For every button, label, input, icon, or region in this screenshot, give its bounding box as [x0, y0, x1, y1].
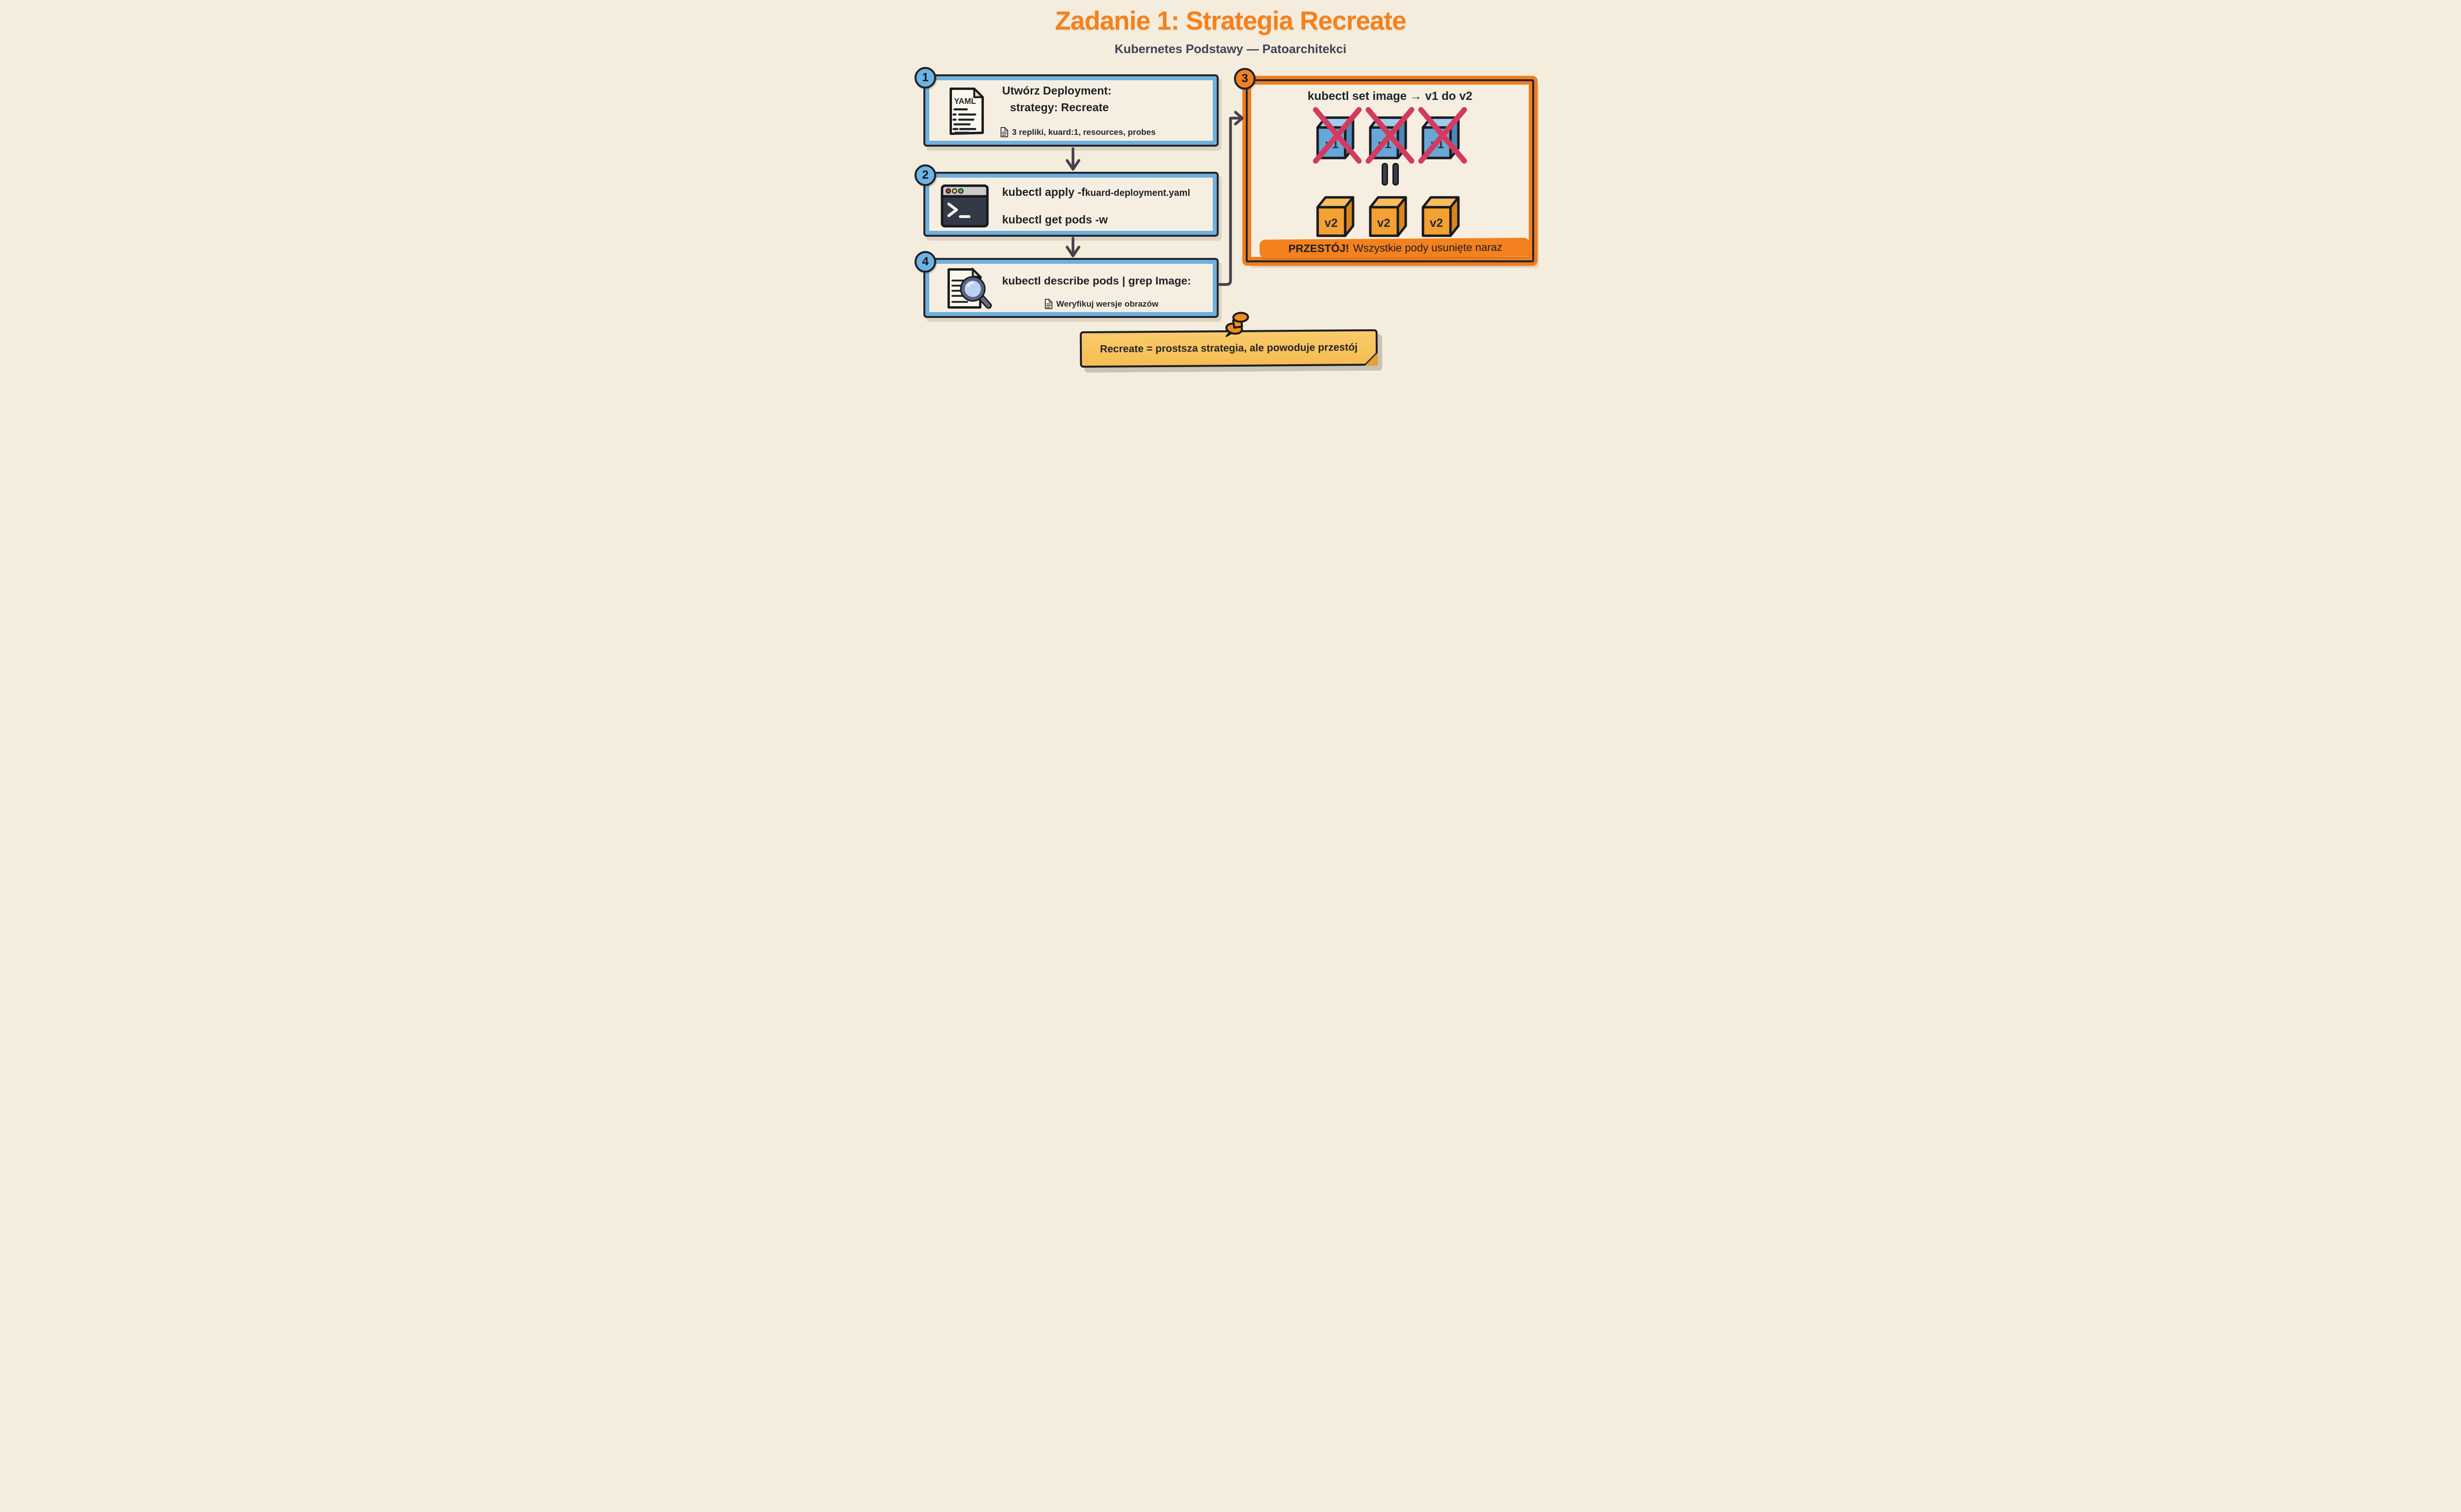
page-subtitle: Kubernetes Podstawy — Patoarchitekci [1114, 42, 1347, 56]
downtime-banner: PRZESTÓJ! Wszystkie pody usunięte naraz [1259, 238, 1532, 258]
step1-line1: Utwórz Deployment: [1002, 84, 1112, 97]
pause-bar [1392, 163, 1399, 186]
yaml-document-icon: YAML [949, 87, 984, 135]
note-document-icon [1000, 126, 1009, 137]
step4-note-text: Weryfikuj wersje obrazów [1056, 299, 1159, 309]
v1-pod-deleted: v1 [1418, 107, 1467, 164]
banner-text: Wszystkie pody usunięte naraz [1353, 241, 1503, 254]
v1-pod-row: v1 v1 [1248, 106, 1532, 164]
result-panel-3: kubectl set image → v1 do v2 v1 [1246, 79, 1534, 262]
delete-cross-icon [1313, 107, 1362, 164]
sticky-note-text: Recreate = prostsza strategia, ale powod… [1100, 342, 1358, 355]
v2-pod: v2 [1316, 196, 1355, 237]
step2-command-1: kubectl apply -f kuard-deployment.yaml [1002, 186, 1190, 199]
step-box-2: kubectl apply -f kuard-deployment.yaml k… [923, 172, 1219, 237]
step-box-1: YAML Utwórz Deployment: strategy: Recrea… [923, 74, 1219, 147]
banner-bold-text: PRZESTÓJ! [1288, 242, 1350, 255]
step-badge-4: 4 [915, 251, 936, 273]
document-search-icon [947, 267, 992, 309]
v2-label: v2 [1430, 217, 1443, 230]
infographic-canvas: Zadanie 1: Strategia Recreate Kubernetes… [892, 0, 1569, 378]
step-box-4: kubectl describe pods | grep Image: Wery… [923, 258, 1219, 318]
delete-cross-icon [1418, 107, 1467, 164]
v1-pod-deleted: v1 [1313, 107, 1362, 164]
v2-label: v2 [1377, 217, 1390, 230]
step2-cmd1-filename: kuard-deployment.yaml [1085, 188, 1190, 198]
v2-pod: v2 [1421, 196, 1460, 237]
terminal-icon [941, 184, 989, 228]
step-badge-1: 1 [915, 67, 936, 89]
pause-bar [1381, 163, 1388, 186]
step4-command: kubectl describe pods | grep Image: [1002, 275, 1191, 287]
step1-note-text: 3 repliki, kuard:1, resources, probes [1012, 127, 1156, 137]
arrow-down-icon [1066, 237, 1080, 257]
delete-cross-icon [1365, 107, 1415, 164]
step2-cmd1-prefix: kubectl apply -f [1002, 186, 1085, 198]
step1-note-row: 3 repliki, kuard:1, resources, probes [1000, 126, 1156, 138]
step-badge-3: 3 [1234, 68, 1256, 90]
flow-connector-arrow [1217, 111, 1244, 286]
yaml-icon-label: YAML [954, 97, 976, 106]
v2-label: v2 [1325, 217, 1338, 230]
arrow-down-icon [1066, 147, 1080, 171]
v1-pod-deleted: v1 [1365, 107, 1415, 164]
sticky-note-fold [1365, 352, 1378, 366]
step-badge-2: 2 [915, 164, 936, 186]
v2-pod: v2 [1369, 196, 1407, 237]
pause-icon [1248, 163, 1532, 186]
pushpin-icon [1225, 312, 1249, 337]
step2-command-2: kubectl get pods -w [1002, 213, 1108, 226]
panel-title: kubectl set image → v1 do v2 [1307, 90, 1473, 103]
note-document-icon [1044, 298, 1053, 309]
v2-pod-row: v2 v2 v2 [1248, 193, 1532, 238]
page-title: Zadanie 1: Strategia Recreate [1055, 6, 1406, 35]
step4-note-row: Weryfikuj wersje obrazów [1044, 298, 1159, 310]
step1-line2: strategy: Recreate [1010, 101, 1109, 114]
